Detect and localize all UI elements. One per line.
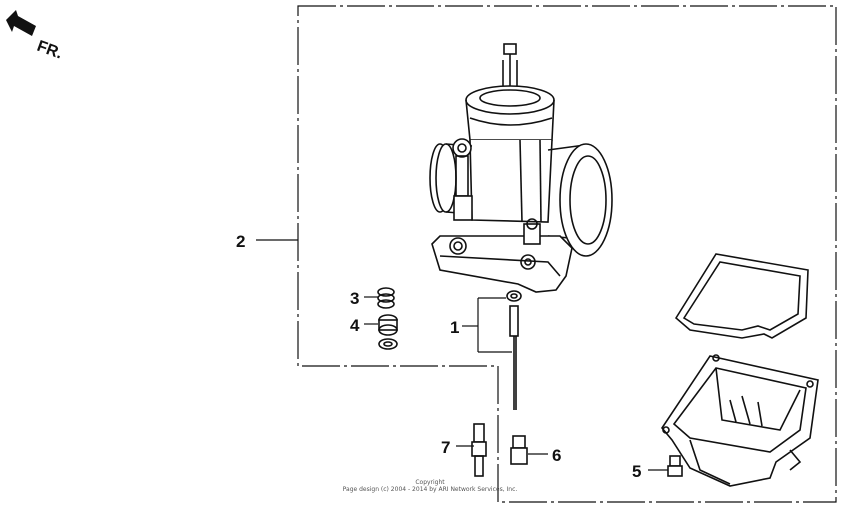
main-jet-part-drawing — [510, 435, 528, 465]
needle-part-drawing — [506, 290, 522, 410]
front-arrow-icon — [6, 10, 36, 36]
front-direction-indicator: FR. — [6, 10, 65, 63]
assembly-boundary — [297, 5, 837, 503]
leader-lines — [256, 239, 668, 471]
slow-jet-part-drawing — [471, 423, 487, 477]
callout-7: 7 — [441, 438, 450, 457]
copyright-line-1: Copyright — [415, 479, 445, 486]
gasket-drawing — [674, 253, 809, 339]
spring-part-drawing — [377, 287, 395, 309]
carburetor-assembly-drawing — [429, 43, 613, 293]
callout-4: 4 — [350, 316, 360, 335]
callout-2: 2 — [236, 232, 245, 251]
copyright-notice: Copyright Page design (c) 2004 - 2014 by… — [330, 479, 530, 493]
callout-6: 6 — [552, 446, 561, 465]
drain-screw-part-drawing — [667, 455, 683, 477]
idle-screw-part-drawing — [378, 314, 398, 350]
float-bowl-drawing — [661, 354, 819, 487]
copyright-line-2: Page design (c) 2004 - 2014 by ARI Netwo… — [342, 486, 518, 493]
callout-3: 3 — [350, 289, 359, 308]
callout-5: 5 — [632, 462, 641, 481]
callout-1: 1 — [450, 318, 459, 337]
front-label: FR. — [35, 38, 65, 63]
